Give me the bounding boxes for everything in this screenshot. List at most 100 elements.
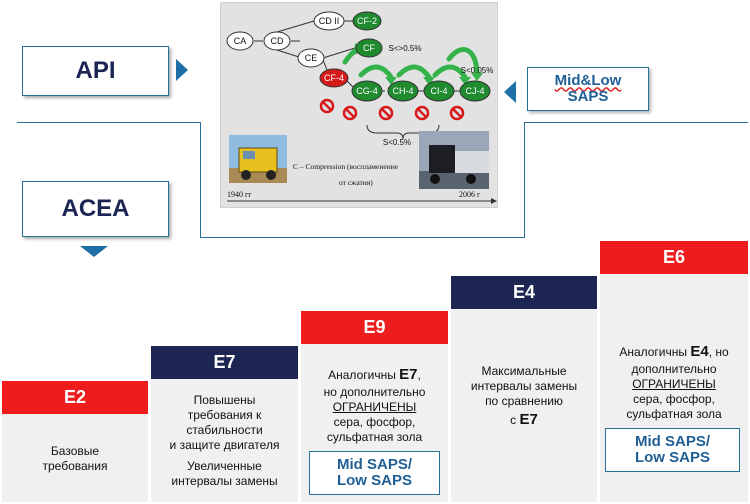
node-cf4 [319,68,349,88]
compression-caption-2: от сжатия) [339,178,373,187]
sulfur-label-2: S<0.05% [461,66,494,75]
e6-line1-pre: Аналогичны [619,345,688,359]
header-e4: E4 [451,276,597,309]
node-cg4-label: CG-4 [356,86,378,96]
api-evolution-picture: CA CD CD II CE CF-2 CF CF-4 CG-4 CH-4 CI… [220,2,498,208]
node-ca [226,31,254,51]
node-ci4-label: CI-4 [430,86,447,96]
e7-line1: Повышены [193,393,256,407]
picture-frame-right [524,122,525,237]
api-arrow-icon [176,59,188,81]
header-e9-title: E9 [363,317,386,337]
e9-line1-pre: Аналогичны [328,368,396,382]
e9-saps-line1: Mid SAPS/ [336,456,412,474]
e7-line6: интервалы замены [171,474,278,488]
e4-line1: Максимальные [481,364,567,378]
header-e2-title: E2 [63,387,87,407]
e7-line5: Увеличенные [187,459,262,473]
column-e4 [451,276,597,502]
e2-line2: требования [42,459,108,473]
e6-line1: Аналогичны E4, но [600,343,748,362]
e4-line4: с E7 [451,411,597,430]
e6-saps-line1: Mid SAPS/ [634,433,710,451]
node-cf-label: CF [363,43,375,53]
node-cd2 [313,11,345,31]
mid-low-saps-line2: SAPS [567,88,609,105]
e9-line5: сульфатная зола [326,429,423,444]
e9-line2: но дополнительно [323,384,426,399]
saps-arrow-icon [504,81,516,103]
e6-line1-ref: E4 [690,343,709,360]
api-label: API [22,46,169,96]
header-e4-title: E4 [512,282,536,302]
e9-line1-ref: E7 [399,366,418,383]
api-divider-left [17,122,201,123]
body-e7: Повышены требования к стабильности и защ… [151,393,298,489]
node-ce-label: CE [305,53,318,63]
node-cd-label: CD [271,36,284,46]
node-cg4 [351,80,383,102]
e9-line1: Аналогичны E7, [301,366,448,385]
prohibited-icon-group [319,98,465,121]
e4-line4-pre: с [510,413,517,427]
e9-line3: ОГРАНИЧЕНЫ [332,399,417,414]
picture-frame-left [200,122,201,237]
e9-line4: сера, фосфор, [333,414,416,429]
body-e4: Максимальные интервалы замены по сравнен… [451,364,597,430]
old-truck-icon [229,135,287,183]
year-end: 2006 г [459,190,481,199]
header-e2: E2 [2,381,148,414]
node-ch4-label: CH-4 [392,86,413,96]
header-e7: E7 [151,346,298,379]
header-e6: E6 [600,241,748,274]
e9-saps-box: Mid SAPS/ Low SAPS [309,451,440,495]
e6-line4: сера, фосфор, [633,391,715,406]
api-divider-right [524,122,748,123]
e9-line1-post: , [417,368,421,382]
e6-line2: дополнительно [631,361,717,376]
year-start: 1940 гг [227,190,252,199]
api-evolution-diagram: CA CD CD II CE CF-2 CF CF-4 CG-4 CH-4 CI… [226,11,497,204]
modern-truck-icon [419,131,489,189]
acea-label: ACEA [22,181,169,237]
e7-line3: стабильности [186,423,263,437]
picture-frame-bottom [200,237,525,238]
node-cf4-label: CF-4 [324,73,344,83]
body-e2: Базовые требования [2,444,148,474]
node-cj4-label: CJ-4 [465,86,484,96]
e6-line3: ОГРАНИЧЕНЫ [632,376,716,391]
acea-arrow-icon [80,246,108,257]
e7-line2: требования к [187,408,262,422]
header-e7-title: E7 [213,352,236,372]
e4-line3: по сравнению [485,394,563,408]
e6-line1-post: , но [708,345,729,359]
body-e9: Аналогичны E7, но дополнительно ОГРАНИЧЕ… [301,366,448,445]
node-ci4 [423,80,455,102]
header-e9: E9 [301,311,448,344]
node-ca-label: CA [234,36,247,46]
e2-line1: Базовые [50,444,100,458]
node-cd2-label: CD II [319,16,340,26]
acea-label-text: ACEA [61,195,130,222]
node-ch4 [387,80,419,102]
e9-saps-line2: Low SAPS [336,472,412,489]
e6-line5: сульфатная зола [626,406,722,421]
node-cf [355,38,383,58]
node-cf2 [352,11,382,31]
e6-saps-line2: Low SAPS [634,449,710,466]
mid-low-saps-box: Mid&Low SAPS [527,67,649,111]
e6-saps-box: Mid SAPS/ Low SAPS [605,428,740,472]
e7-line4: и защите двигателя [169,438,280,452]
body-e6: Аналогичны E4, но дополнительно ОГРАНИЧЕ… [600,343,748,422]
node-cd [263,31,291,51]
header-e6-title: E6 [662,247,686,267]
sulfur-label-3: S<0.5% [383,138,411,147]
api-label-text: API [75,57,116,84]
timeline-arrow-icon [491,198,497,204]
mid-low-saps-line1: Mid&Low [554,72,622,90]
e4-line2: интервалы замены [470,379,578,393]
sulfur-label-1: S<>0.5% [389,44,422,53]
e4-line4-ref: E7 [519,411,538,428]
node-cj4 [459,80,491,102]
node-cf2-label: CF-2 [357,16,377,26]
